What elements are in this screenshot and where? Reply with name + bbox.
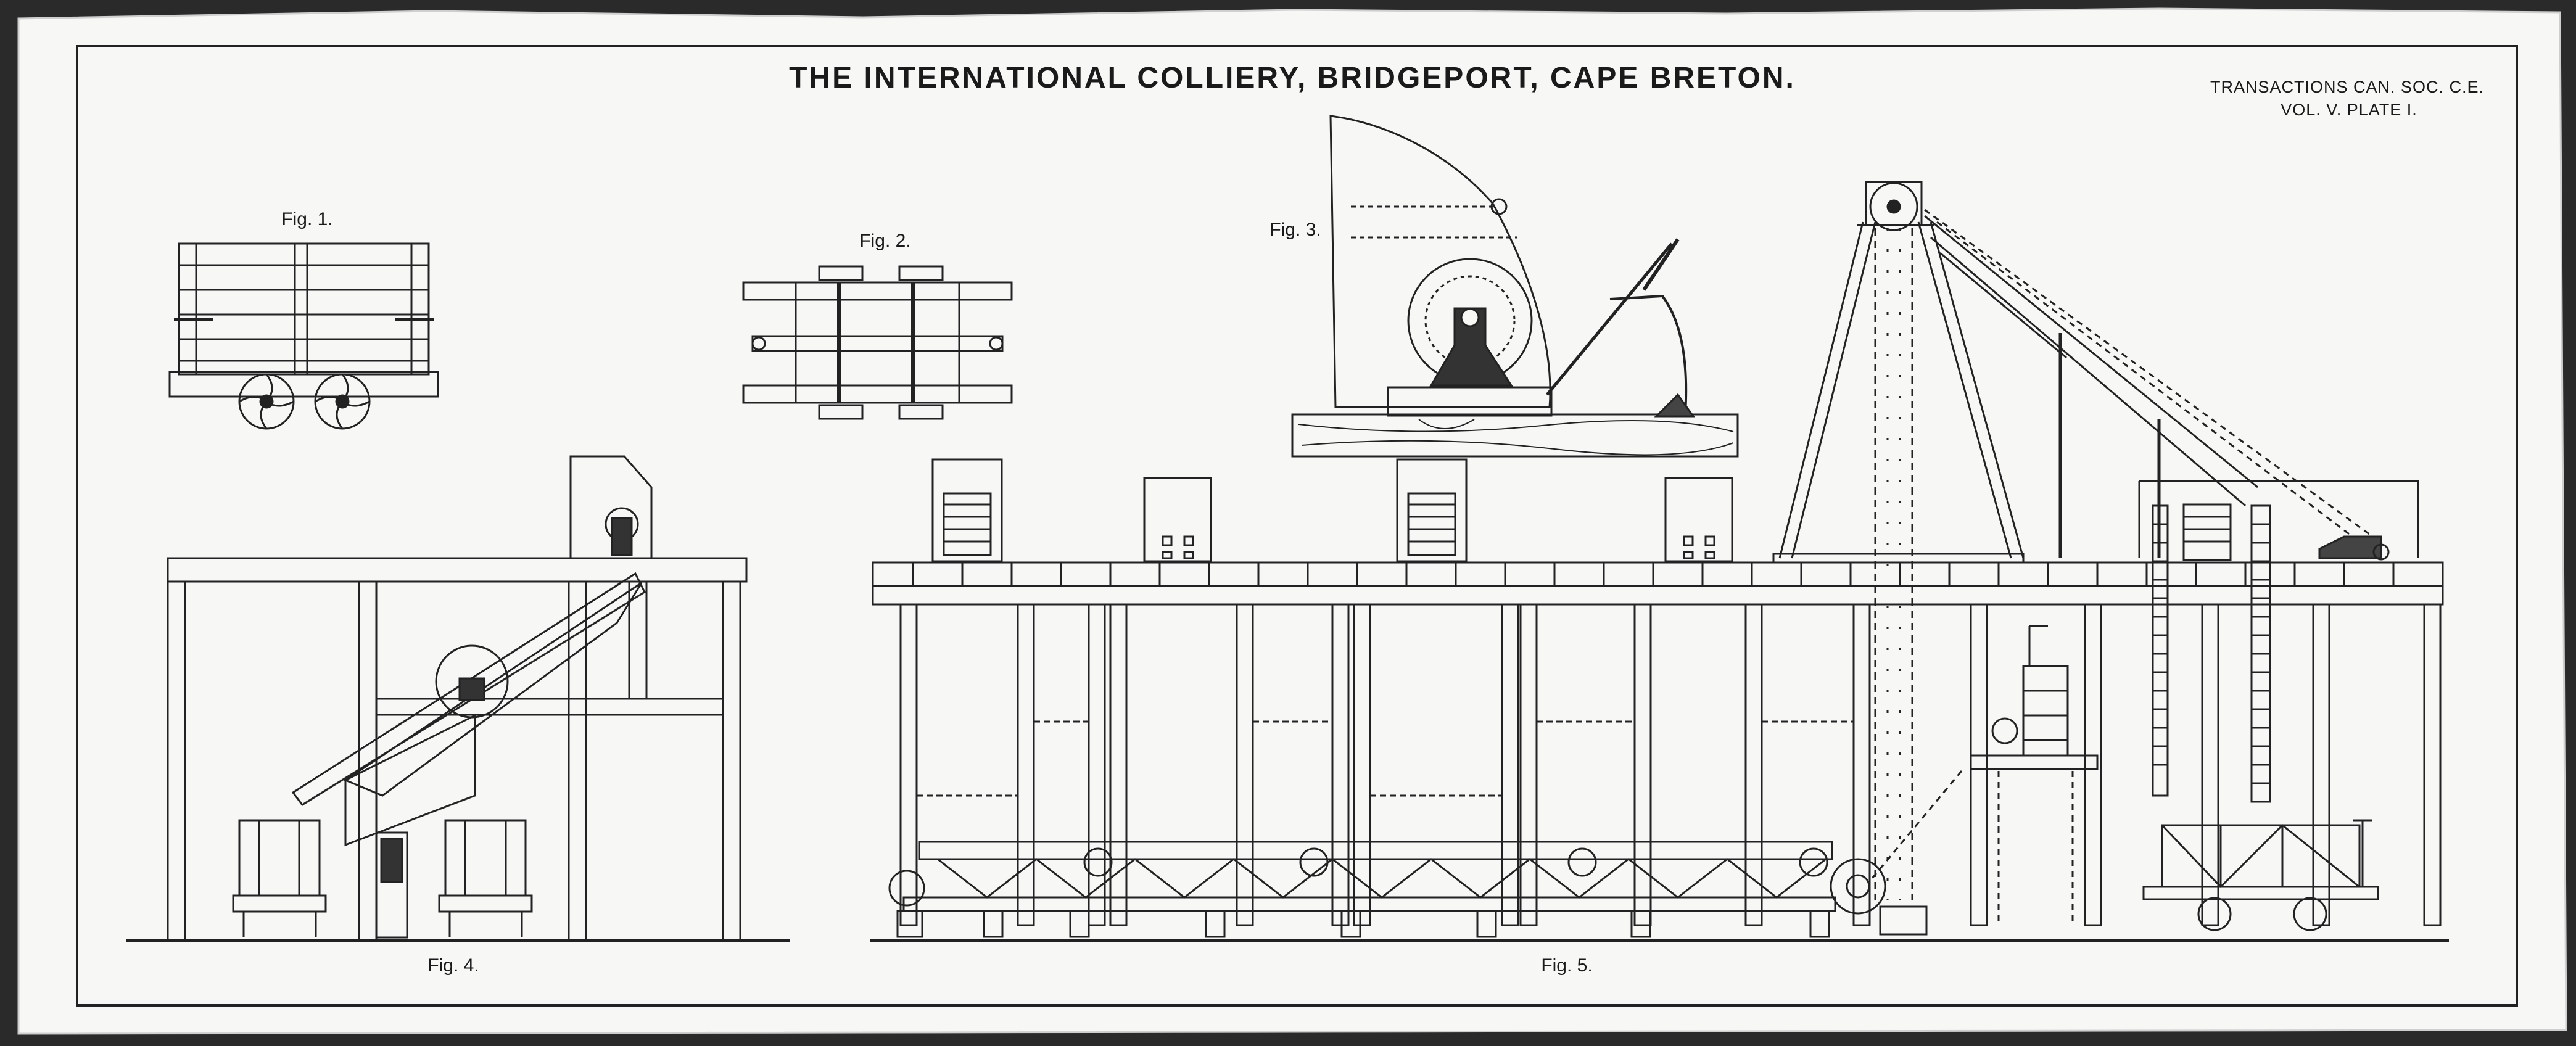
fig5-label: Fig. 5. (1541, 955, 1592, 976)
paper-sheet (17, 7, 2567, 1035)
volume-line: VOL. V. PLATE I. (2281, 101, 2417, 119)
fig4-label: Fig. 4. (427, 955, 479, 976)
journal-line: TRANSACTIONS CAN. SOC. C.E. (2210, 78, 2484, 96)
fig1-label: Fig. 1. (281, 209, 332, 229)
fig3-drawing (1291, 115, 1739, 458)
fig1-drawing (168, 242, 439, 430)
fig4-drawing (126, 455, 790, 942)
plate-border (76, 45, 2518, 1007)
plate-title: THE INTERNATIONAL COLLIERY, BRIDGEPORT, … (789, 62, 1796, 94)
fig5-drawing (870, 181, 2449, 942)
fig2-drawing (742, 265, 1013, 420)
fig2-label: Fig. 2. (859, 231, 910, 251)
fig3-label: Fig. 3. (1269, 220, 1321, 240)
